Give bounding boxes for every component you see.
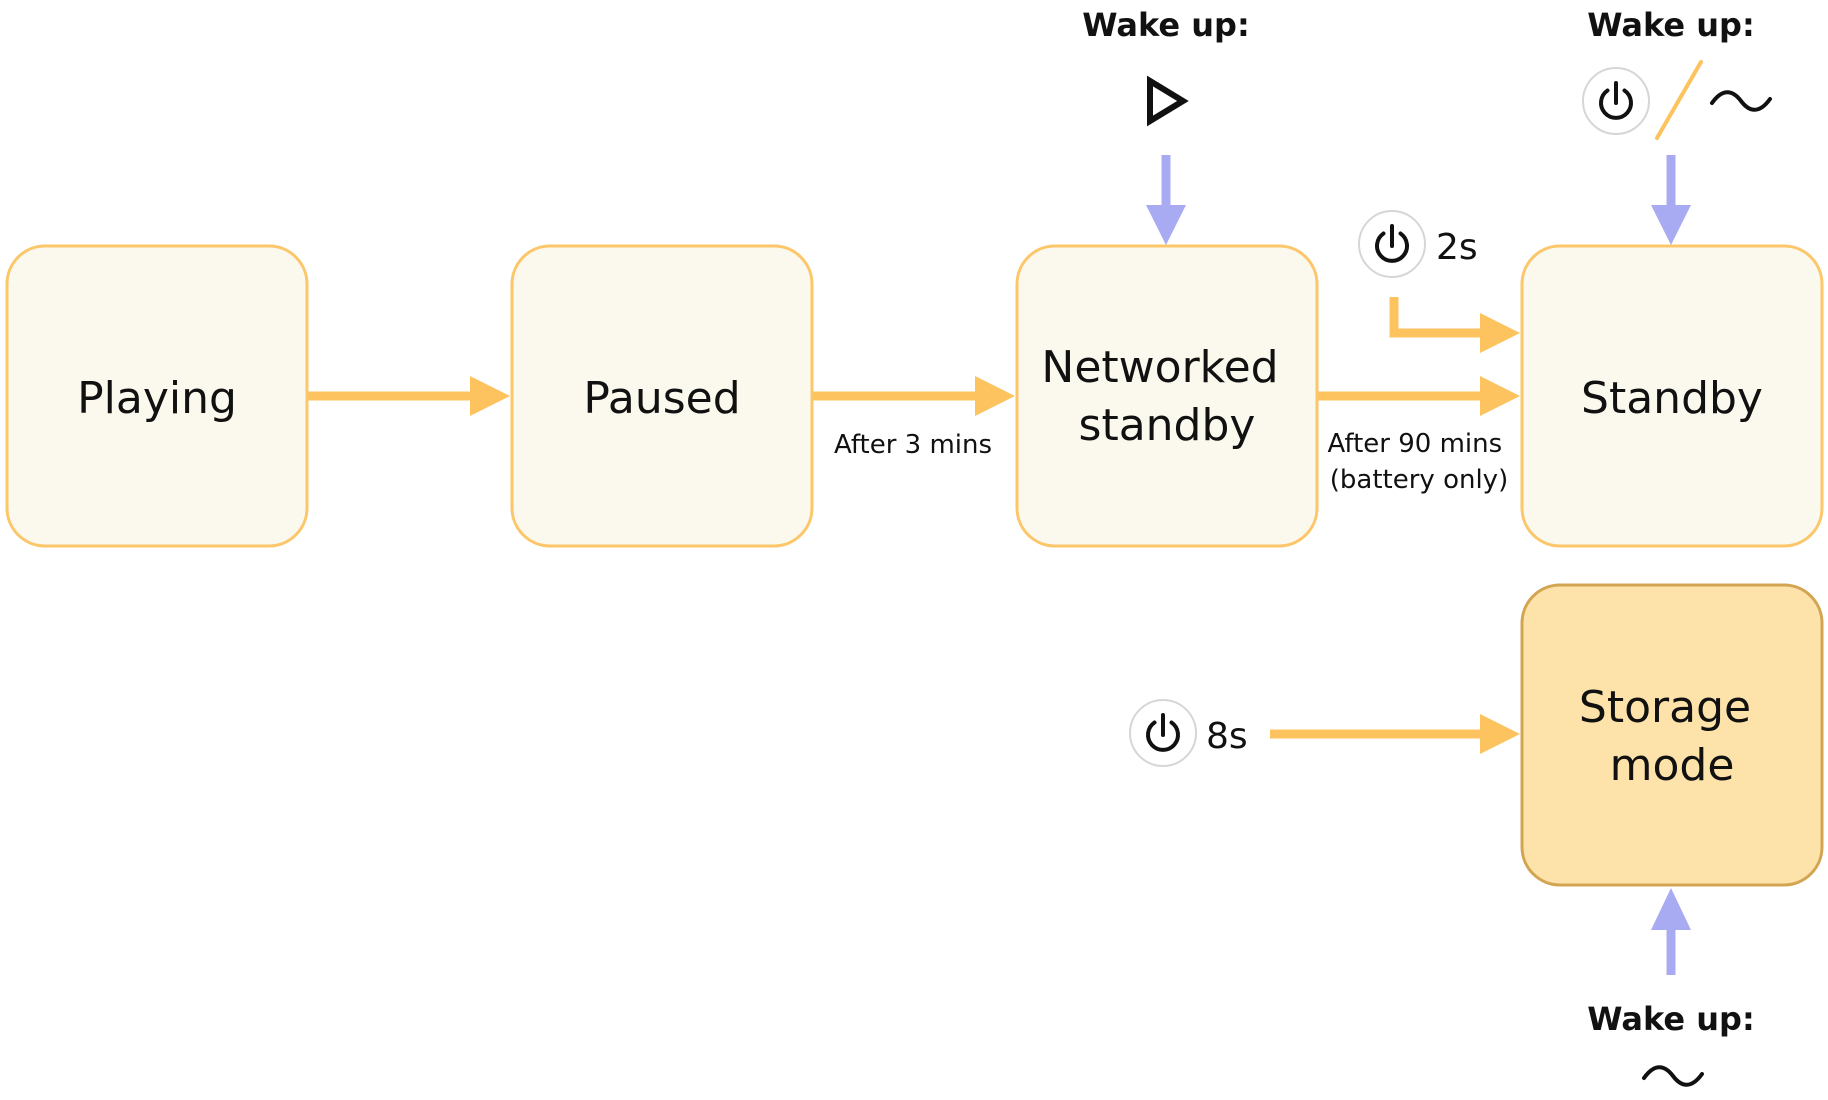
wake-up-label: Wake up: bbox=[1082, 6, 1250, 44]
wake-arrow-storage-mode bbox=[1651, 888, 1691, 975]
wake-arrow-networked-standby bbox=[1146, 155, 1186, 245]
state-storage-mode-label: Storage mode bbox=[1579, 682, 1765, 791]
arrow-paused-to-networked-standby bbox=[813, 376, 1015, 416]
power-icon bbox=[1358, 210, 1426, 278]
wake-up-label: Wake up: bbox=[1587, 1000, 1755, 1038]
state-storage-mode-line-1: Storage bbox=[1579, 682, 1751, 733]
state-storage-mode-line-2: mode bbox=[1610, 740, 1735, 791]
power-icon bbox=[1582, 67, 1650, 135]
state-networked-standby-label: Networked standby bbox=[1041, 342, 1292, 451]
arrow-power-hold-to-storage-mode bbox=[1270, 714, 1520, 754]
power-icon bbox=[1129, 699, 1197, 767]
or-separator bbox=[1655, 60, 1703, 140]
arrow-playing-to-paused bbox=[308, 376, 510, 416]
state-networked-standby-line-1: Networked bbox=[1041, 342, 1278, 393]
edge-label-after-90-mins: After 90 mins (battery only) bbox=[1328, 429, 1511, 495]
play-icon bbox=[1147, 75, 1189, 127]
edge-label-after-3-mins: After 3 mins bbox=[834, 430, 992, 460]
wake-arrow-standby bbox=[1651, 155, 1691, 245]
arrow-power-hold-to-standby bbox=[1389, 297, 1520, 353]
state-playing: Playing bbox=[5, 244, 309, 548]
edge-label-after-90-mins-line-2: (battery only) bbox=[1330, 465, 1508, 495]
trigger-power-hold-8s: 8s bbox=[1129, 699, 1248, 767]
wake-up-label: Wake up: bbox=[1587, 6, 1755, 44]
trigger-power-hold-2s: 2s bbox=[1358, 210, 1478, 278]
edge-label-after-90-mins-line-1: After 90 mins bbox=[1328, 429, 1503, 459]
wake-up-networked-standby: Wake up: bbox=[1082, 6, 1250, 127]
state-standby: Standby bbox=[1520, 244, 1824, 548]
wake-up-storage-mode: Wake up: bbox=[1587, 1000, 1755, 1087]
state-networked-standby: Networked standby bbox=[1015, 244, 1319, 548]
trigger-duration-8s: 8s bbox=[1206, 716, 1248, 757]
trigger-duration-2s: 2s bbox=[1436, 227, 1478, 268]
arrow-networked-standby-to-standby bbox=[1318, 376, 1520, 416]
ac-power-icon bbox=[1642, 1065, 1704, 1087]
state-paused: Paused bbox=[510, 244, 814, 548]
state-networked-standby-line-2: standby bbox=[1079, 400, 1256, 451]
ac-power-icon bbox=[1710, 90, 1772, 112]
state-paused-label: Paused bbox=[583, 373, 740, 424]
wake-up-standby: Wake up: bbox=[1582, 6, 1772, 140]
state-standby-label: Standby bbox=[1581, 373, 1763, 424]
state-playing-label: Playing bbox=[77, 373, 237, 424]
state-storage-mode: Storage mode bbox=[1520, 583, 1824, 887]
